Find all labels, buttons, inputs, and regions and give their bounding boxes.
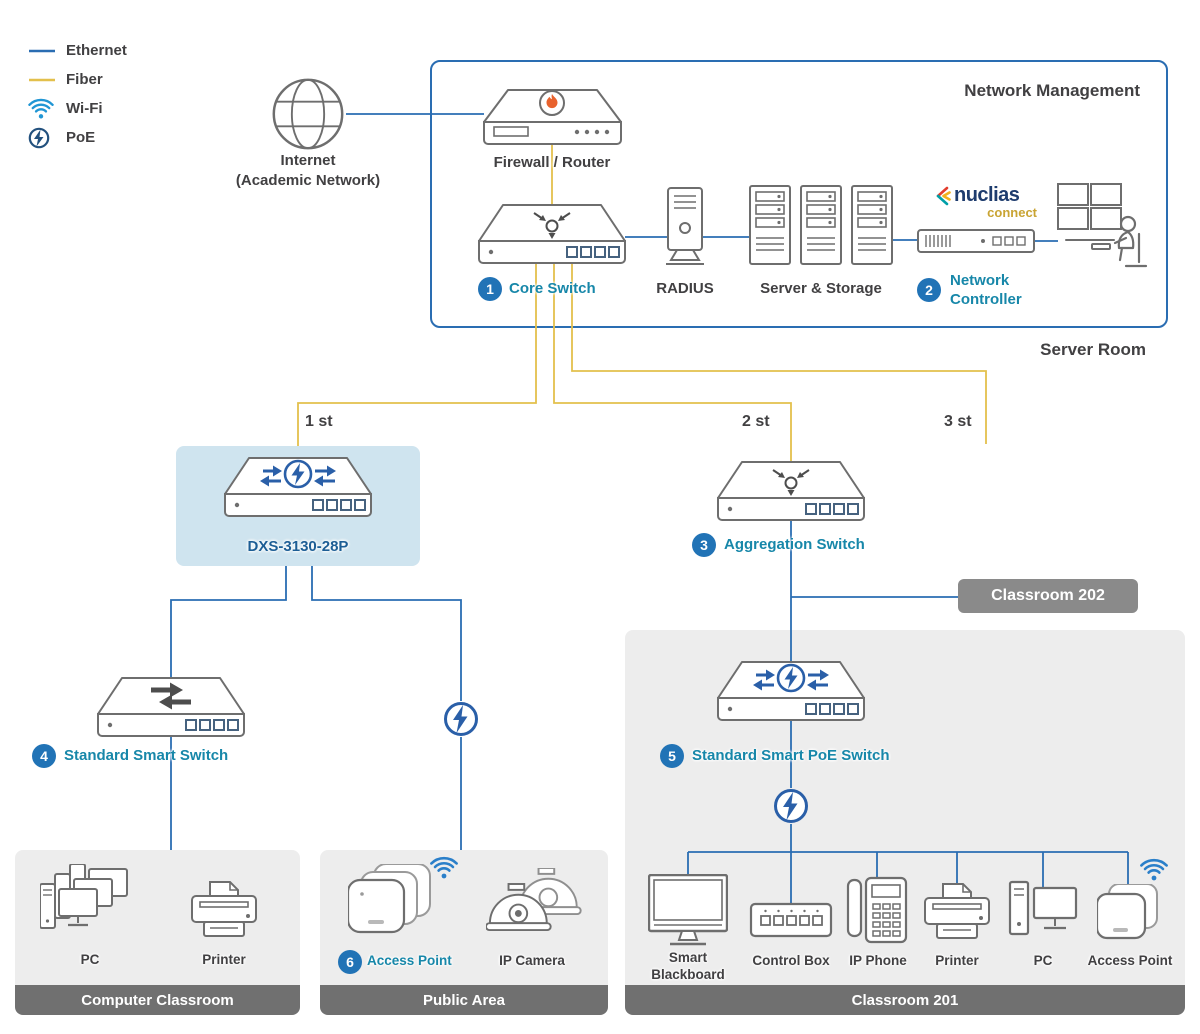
- wifi-icon: [430, 856, 458, 880]
- ethernet-lines: [170, 113, 1129, 906]
- ethernet-line-icon: [28, 45, 56, 57]
- poe-lightning-icon: [260, 459, 336, 489]
- standard-smart-poe-switch-label: Standard Smart PoE Switch: [692, 747, 890, 764]
- network-management-title: Network Management: [964, 81, 1140, 100]
- printer-label: Printer: [202, 952, 246, 967]
- transfer-arrows-icon: [151, 682, 191, 710]
- computer-classroom-footer: Computer Classroom: [15, 985, 300, 1015]
- firewall-router-device: [480, 86, 625, 148]
- printer-icon: [921, 880, 993, 946]
- standard-smart-switch-label: Standard Smart Switch: [64, 747, 229, 764]
- ip-phone-label: IP Phone: [849, 953, 907, 968]
- pc-label: PC: [80, 952, 100, 967]
- poe-injector-icon: [773, 788, 809, 824]
- ip-camera-label: IP Camera: [499, 953, 565, 968]
- server-rack: [749, 185, 893, 265]
- fiber-lines: [297, 144, 987, 462]
- standard-smart-switch-device: [96, 674, 246, 740]
- legend-label-ethernet: Ethernet: [66, 42, 127, 59]
- access-point-group-icon: [348, 864, 432, 934]
- network-controller-device: [917, 224, 1035, 258]
- poe-icon: [28, 127, 56, 149]
- wifi-icon: [1140, 858, 1168, 882]
- poe-injector-icon: [443, 701, 479, 737]
- hub-icon: [772, 469, 810, 496]
- dxs-3130-28p-device: [223, 454, 373, 520]
- legend-item-wifi: Wi-Fi: [28, 94, 127, 123]
- dome-camera: [486, 883, 552, 932]
- core-switch-badge: 1: [478, 277, 502, 301]
- control-box-icon: [749, 892, 833, 944]
- standard-smart-poe-switch-badge: 5: [660, 744, 684, 768]
- legend-item-ethernet: Ethernet: [28, 36, 127, 65]
- public-area-footer: Public Area: [320, 985, 608, 1015]
- floor-2-label: 2 st: [742, 413, 770, 430]
- control-box-label: Control Box: [752, 953, 830, 968]
- core-switch-label: Core Switch: [509, 280, 596, 297]
- printer-icon: [188, 878, 260, 944]
- internet-label-line1: Internet: [280, 152, 336, 169]
- internet-label-line2: (Academic Network): [235, 172, 381, 189]
- legend-label-fiber: Fiber: [66, 71, 103, 88]
- access-point-badge: 6: [338, 950, 362, 974]
- core-switch-device: [477, 201, 627, 267]
- server-storage-devices: [748, 184, 894, 268]
- network-controller-label: Network Controller: [950, 272, 1022, 308]
- network-controller-badge: 2: [917, 278, 941, 302]
- legend-label-wifi: Wi-Fi: [66, 100, 103, 117]
- access-point-label: Access Point: [367, 953, 452, 968]
- nuclias-sub-brand: connect: [987, 205, 1037, 220]
- floor-3-label: 3 st: [944, 413, 972, 430]
- classroom-202-label: Classroom 202: [991, 587, 1105, 604]
- nuclias-chevron-icon: [936, 186, 951, 205]
- dxs-3130-28p-label: DXS-3130-28P: [247, 538, 349, 555]
- operator-workstation-icon: [1056, 182, 1148, 274]
- legend-item-poe: PoE: [28, 123, 127, 152]
- ip-phone-icon: [846, 876, 908, 946]
- pc-unit: [40, 883, 98, 929]
- smart-blackboard-label: Smart Blackboard: [651, 950, 725, 982]
- ip-camera-group-icon: [486, 868, 582, 934]
- fiber-line-icon: [28, 74, 56, 86]
- aggregation-switch-device: [716, 458, 866, 524]
- internet-globe-icon: [270, 76, 346, 152]
- radius-label: RADIUS: [656, 280, 714, 297]
- server-room-caption: Server Room: [1040, 340, 1146, 359]
- legend: Ethernet Fiber Wi-Fi: [28, 36, 127, 152]
- classroom-201-title: Classroom 201: [851, 991, 959, 1009]
- firewall-router-label: Firewall / Router: [493, 154, 611, 171]
- access-point-icon: [1097, 884, 1159, 940]
- classroom-202-badge: Classroom 202: [958, 579, 1138, 613]
- public-area-title: Public Area: [423, 991, 505, 1009]
- access-point-label: Access Point: [1087, 953, 1173, 968]
- computer-classroom-title: Computer Classroom: [81, 991, 234, 1009]
- pc-icon: [1008, 880, 1078, 944]
- hub-icon: [533, 212, 571, 239]
- legend-label-poe: PoE: [66, 129, 96, 146]
- nuclias-connect-logo: nuclias connect: [933, 184, 1041, 220]
- standard-smart-switch-badge: 4: [32, 744, 56, 768]
- wifi-icon: [28, 98, 56, 120]
- printer-label: Printer: [935, 953, 979, 968]
- floor-1-label: 1 st: [305, 413, 333, 430]
- pc-group-icon: [40, 864, 140, 948]
- standard-smart-poe-switch-device: [716, 658, 866, 724]
- aggregation-switch-label: Aggregation Switch: [724, 536, 865, 553]
- nuclias-brand: nuclias: [954, 184, 1020, 206]
- legend-item-fiber: Fiber: [28, 65, 127, 94]
- radius-server-device: [662, 186, 708, 268]
- pc-label: PC: [1033, 953, 1053, 968]
- smart-blackboard-icon: [648, 874, 728, 948]
- poe-lightning-icon: [753, 663, 829, 693]
- server-storage-label: Server & Storage: [760, 280, 882, 297]
- classroom-201-footer: Classroom 201: [625, 985, 1185, 1015]
- aggregation-switch-badge: 3: [692, 533, 716, 557]
